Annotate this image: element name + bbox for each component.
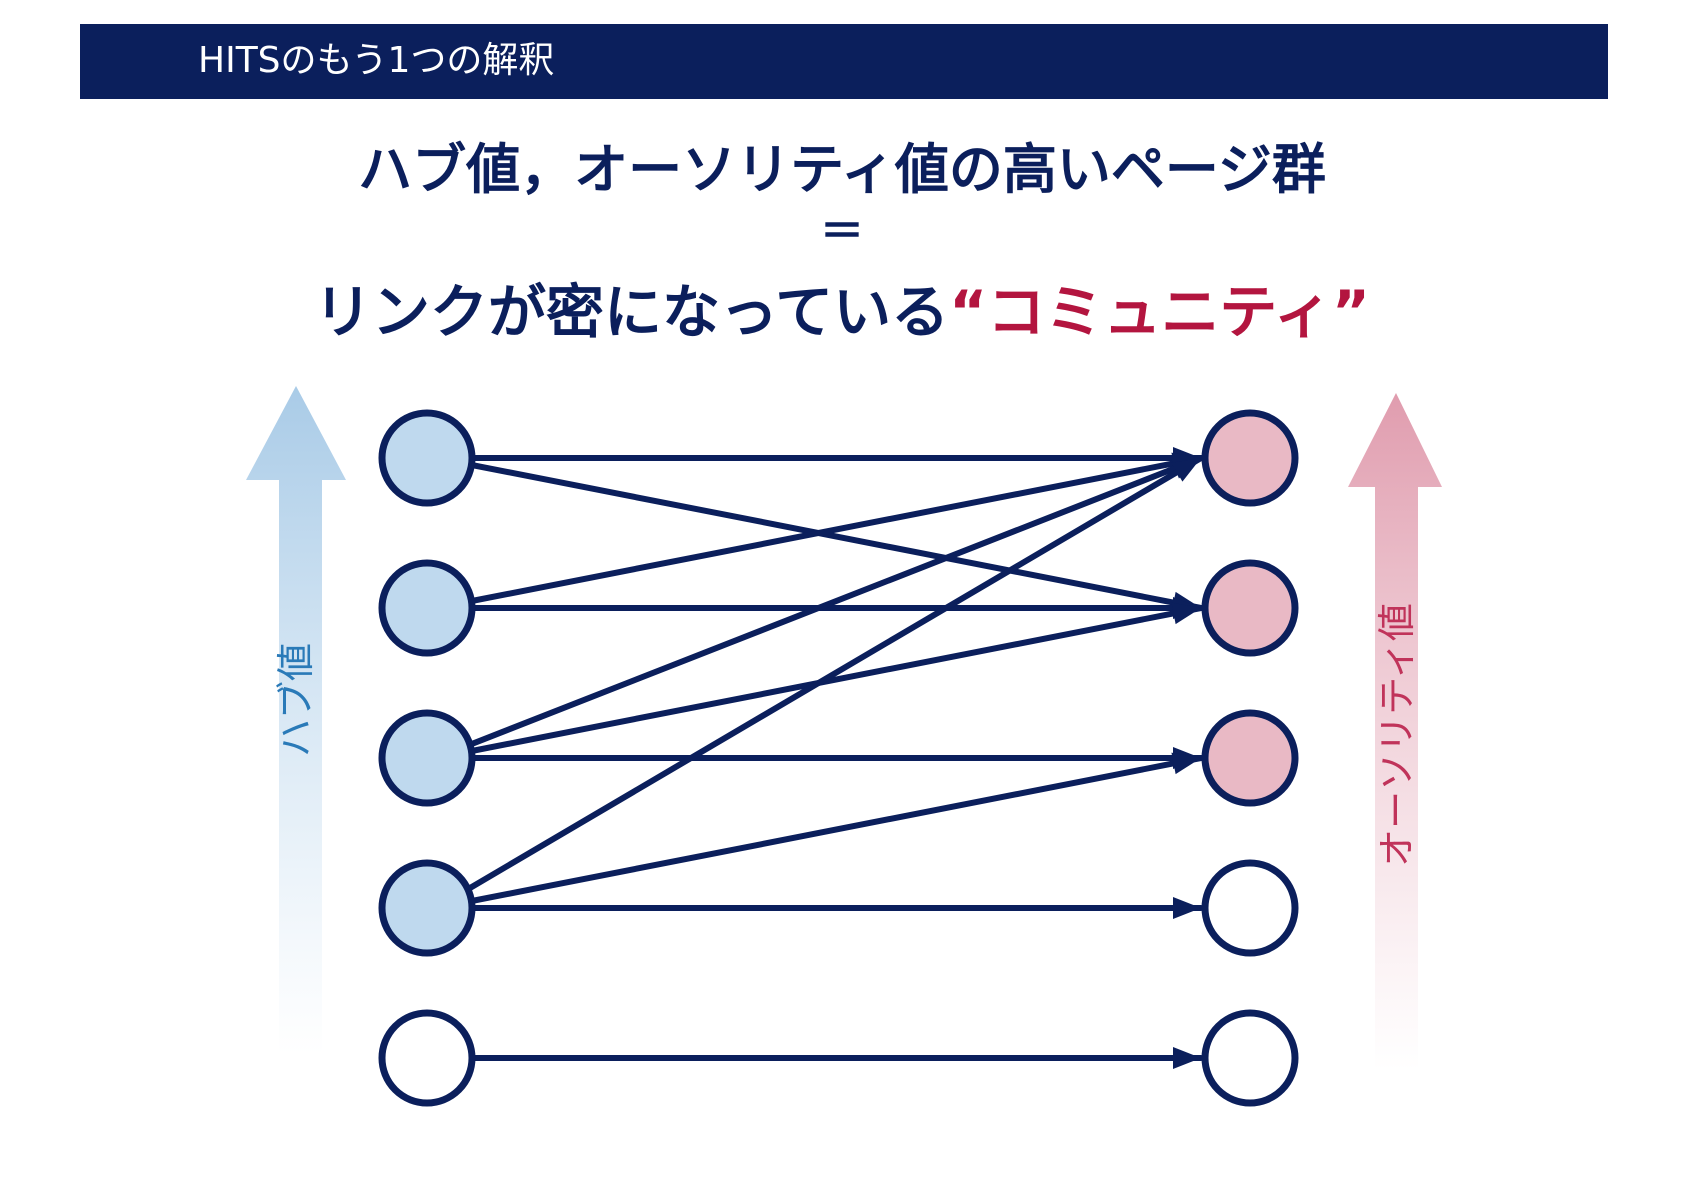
hub-gradient-arrow (246, 386, 346, 1055)
hub-page-node (378, 859, 476, 957)
header-bar: HITSのもう1つの解釈 (80, 24, 1608, 99)
authority-page-node (1201, 709, 1299, 807)
headline-line-2: リンクが密になっている“コミュニティ” (0, 275, 1684, 349)
authority-value-axis-label: オーソリティ値 (1374, 603, 1419, 867)
link-edge (433, 455, 1204, 911)
link-arrowhead (1171, 602, 1201, 625)
quote-close: ” (1331, 278, 1370, 346)
slide-title: HITSのもう1つの解釈 (198, 40, 555, 81)
quote-open: “ (949, 278, 988, 346)
authority-gradient-arrow (1348, 393, 1442, 1070)
link-arrowhead (1171, 458, 1201, 482)
link-arrowhead (1173, 1047, 1201, 1069)
link-arrowhead (1173, 897, 1201, 919)
link-edge (433, 455, 1204, 611)
hub-page-node (378, 709, 476, 807)
node-group (378, 409, 1299, 1107)
authority-page-node (1201, 409, 1299, 507)
authority-page-node (1201, 1009, 1299, 1107)
headline-prefix: リンクが密になっている (314, 278, 950, 346)
link-edge (433, 455, 1204, 761)
edge-group (433, 447, 1204, 1069)
link-edge (433, 755, 1204, 911)
authority-page-node (1201, 559, 1299, 657)
community-term: コミュニティ (987, 278, 1332, 346)
hub-page-node (378, 1009, 476, 1107)
headline-equals: ＝ (820, 206, 864, 257)
hub-page-node (378, 409, 476, 507)
link-arrowhead (1171, 752, 1201, 775)
hub-page-node (378, 559, 476, 657)
hub-value-axis-label: ハブ値 (274, 642, 319, 758)
headline-line-1: ハブ値，オーソリティ値の高いページ群 (358, 138, 1326, 201)
authority-page-node (1201, 859, 1299, 957)
